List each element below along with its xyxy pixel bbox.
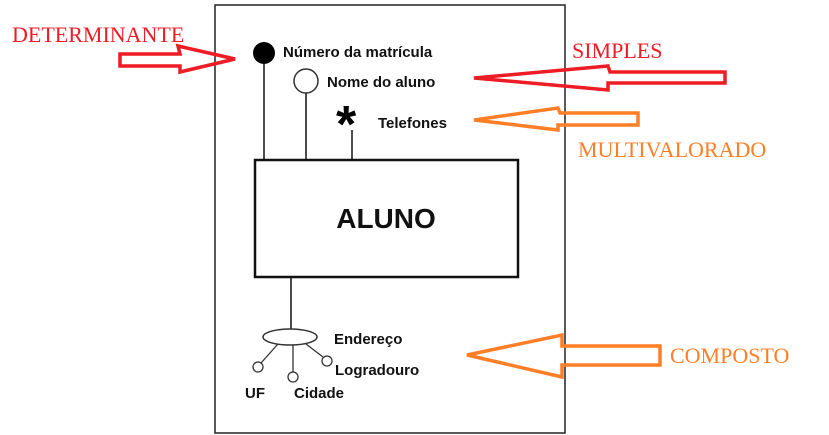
composite-attribute-icon [262, 328, 318, 346]
uf-attribute-icon [252, 361, 264, 373]
simples-arrow-icon [473, 64, 727, 92]
label-multivalorado: MULTIVALORADO [578, 137, 766, 162]
cidade-attribute-icon [287, 371, 299, 383]
label-simples: SIMPLES [572, 38, 662, 63]
attr-telefones: Telefones [378, 115, 447, 132]
attr-numero: Número da matrícula [283, 44, 433, 61]
simple-attribute-icon [293, 68, 319, 94]
attr-cidade: Cidade [294, 385, 344, 402]
multivalued-asterisk-icon: * [336, 96, 357, 154]
composto-arrow-icon [466, 332, 662, 380]
entity-name: ALUNO [336, 203, 436, 234]
attr-nome: Nome do aluno [327, 74, 435, 91]
label-determinante: DETERMINANTE [12, 22, 184, 47]
attr-logradouro: Logradouro [335, 362, 419, 379]
entity-box [253, 158, 520, 279]
logradouro-attribute-icon [321, 355, 333, 367]
multivalorado-arrow-icon [473, 106, 640, 132]
attr-endereco: Endereço [334, 331, 402, 348]
determinante-arrow-icon [118, 43, 236, 75]
key-attribute-icon [253, 42, 275, 64]
attr-uf: UF [245, 385, 265, 402]
label-composto: COMPOSTO [670, 343, 789, 368]
